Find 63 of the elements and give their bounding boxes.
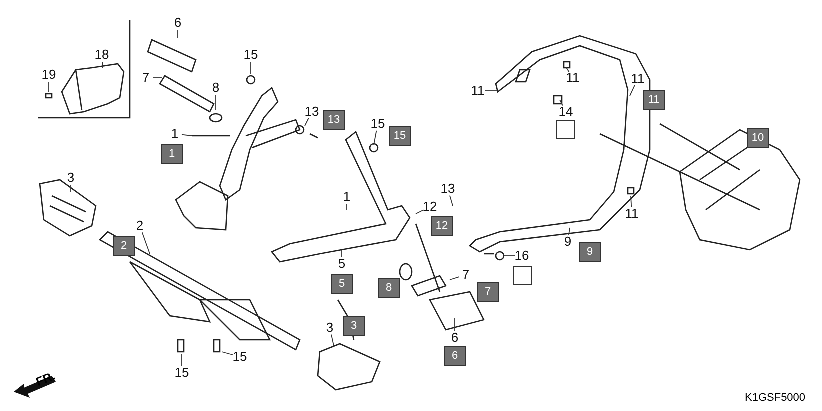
- callout-number: 9: [564, 235, 572, 249]
- callout-number: 6: [174, 16, 182, 30]
- callout-number: 12: [431, 216, 453, 236]
- callout-number: 10: [747, 128, 769, 148]
- callout-number: 11: [631, 72, 645, 86]
- callout-number: 8: [212, 81, 220, 95]
- callout-number: 11: [471, 84, 485, 98]
- callout-number: 5: [331, 274, 353, 294]
- callout-number: 13: [304, 105, 320, 119]
- callout-number: 3: [326, 321, 334, 335]
- leader-line: [182, 134, 192, 136]
- callout-number: 1: [171, 127, 179, 141]
- callout-number: 7: [477, 282, 499, 302]
- callout-number: 15: [244, 48, 258, 62]
- leader-line: [142, 232, 150, 254]
- callout-number: 6: [444, 346, 466, 366]
- leader-line: [70, 184, 72, 192]
- direction-label: FR.: [34, 368, 58, 390]
- leader-line: [630, 196, 632, 208]
- leader-line: [484, 90, 498, 92]
- callout-number: 19: [42, 68, 56, 82]
- callout-number: 3: [67, 171, 75, 185]
- leader-line: [331, 334, 334, 346]
- callout-number: 7: [462, 268, 470, 282]
- leader-line: [304, 118, 310, 126]
- callout-number: 16: [514, 249, 530, 263]
- leader-line: [250, 62, 252, 74]
- leader-line: [48, 82, 50, 92]
- callout-number: 15: [232, 350, 248, 364]
- callout-number: 11: [566, 71, 580, 85]
- callout-number: 1: [343, 190, 351, 204]
- callout-number: 18: [94, 48, 110, 62]
- leader-line: [454, 318, 456, 332]
- callout-number: 15: [174, 366, 190, 380]
- callout-number: 14: [558, 105, 574, 119]
- callout-number: 2: [136, 219, 144, 233]
- diagram-code: K1GSF5000: [745, 392, 806, 404]
- callout-number: 15: [389, 126, 411, 146]
- leader-line: [450, 195, 454, 206]
- leader-line: [374, 130, 378, 146]
- callout-number: 8: [378, 278, 400, 298]
- callout-number: 3: [343, 316, 365, 336]
- leader-line: [566, 66, 570, 73]
- callout-number: 15: [370, 117, 386, 131]
- leader-line: [346, 204, 348, 210]
- leader-line: [416, 210, 424, 214]
- callout-number: 7: [142, 71, 150, 85]
- callout-number: 5: [338, 257, 346, 271]
- leader-line: [568, 228, 570, 236]
- callout-number: 2: [113, 236, 135, 256]
- leader-line: [222, 352, 234, 356]
- callout-number: 6: [451, 331, 459, 345]
- callout-number: 9: [579, 242, 601, 262]
- callout-number: 1: [161, 144, 183, 164]
- callout-number: 11: [643, 90, 665, 110]
- leader-line: [630, 84, 636, 96]
- leader-line: [560, 100, 564, 106]
- leader-line: [102, 62, 104, 68]
- callout-number: 11: [625, 207, 639, 221]
- callout-number: 12: [422, 200, 438, 214]
- callout-number: 13: [440, 182, 456, 196]
- callout-number: 13: [323, 110, 345, 130]
- leader-line: [450, 276, 460, 280]
